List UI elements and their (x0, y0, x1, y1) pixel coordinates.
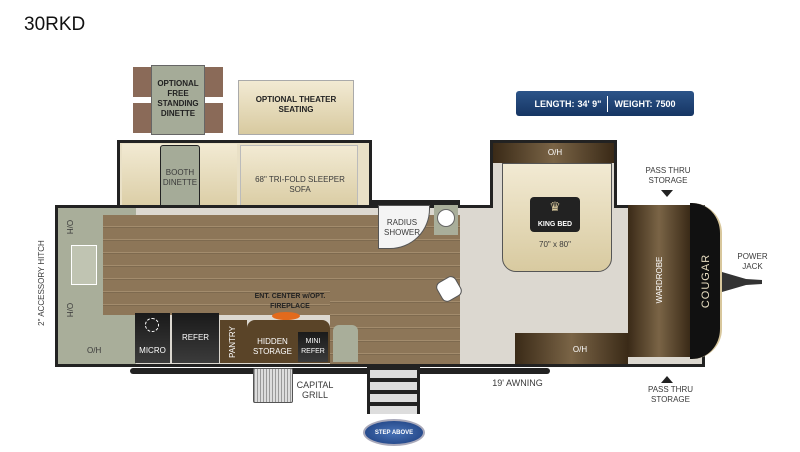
pass-thru-top-label: PASS THRU STORAGE (645, 166, 691, 185)
grill-label: CAPITAL GRILL (296, 380, 334, 400)
arrow-up-icon (661, 370, 673, 383)
ent-center-label: ENT. CENTER w/OPT. FIREPLACE (254, 293, 326, 310)
bed-size-label: 70" x 80" (539, 240, 571, 249)
awning-rail (130, 368, 550, 374)
chair (333, 325, 358, 362)
power-jack-icon (722, 272, 762, 292)
overhead-cabinet (515, 333, 628, 364)
power-jack-label: POWER JACK (737, 252, 768, 271)
arrow-down-icon (661, 190, 673, 203)
shower-label: RADIUS SHOWER (384, 218, 420, 237)
entry-steps (367, 366, 420, 414)
hitch-label: 2" ACCESSORY HITCH (37, 240, 46, 326)
chair (203, 67, 223, 97)
hidden-storage-label: HIDDEN STORAGE (253, 337, 292, 356)
chair (133, 103, 153, 133)
theater-label: OPTIONAL THEATER SEATING (255, 95, 337, 114)
specs-badge: LENGTH:34' 9" WEIGHT:7500 (516, 91, 694, 116)
micro-label: MICRO (139, 346, 166, 355)
length-label: LENGTH: (534, 98, 575, 109)
booth-label: BOOTH DINETTE (162, 168, 198, 187)
oh-label: O/H (547, 148, 563, 157)
weight-value: 7500 (655, 98, 676, 109)
king-bed (502, 163, 612, 272)
sofa-label: 68" TRI-FOLD SLEEPER SOFA (255, 175, 345, 194)
overhead-cabinet (493, 143, 614, 163)
microwave (135, 313, 170, 363)
crown-icon: ♛ (549, 199, 561, 214)
front-cap (690, 203, 722, 359)
step-above-logo: STEP ABOVE (363, 419, 425, 446)
table (151, 65, 205, 135)
bath-sink (434, 205, 458, 235)
refer-label: REFER (181, 333, 210, 342)
fireplace-icon (272, 312, 300, 320)
length-value: 34' 9" (577, 98, 602, 109)
weight-label: WEIGHT: (614, 98, 653, 109)
wardrobe-label: WARDROBE (655, 256, 664, 304)
model-title: 30RKD (24, 14, 86, 35)
refrigerator (172, 313, 219, 363)
oh-label: O/H (572, 345, 588, 354)
capital-grill (253, 368, 293, 403)
oh-label: O/H (87, 346, 102, 355)
sink-icon (71, 245, 97, 285)
divider (607, 95, 609, 112)
cougar-logo: COUGAR (700, 253, 712, 309)
pass-thru-bottom-label: PASS THRU STORAGE (647, 385, 694, 404)
oh-label: O/H (65, 219, 75, 235)
oh-label: O/H (65, 302, 75, 318)
king-bed-label: KING BED (537, 221, 573, 228)
sleeper-sofa (240, 145, 358, 213)
booth-table (160, 145, 200, 215)
optional-dinette-label: OPTIONAL FREE STANDING DINETTE (157, 79, 199, 118)
pantry (220, 320, 247, 363)
optional-dinette: OPTIONAL FREE STANDING DINETTE (133, 65, 223, 135)
chair (133, 67, 153, 97)
mini-refer-label: MINI REFER (301, 338, 325, 355)
king-bed-badge (530, 197, 580, 232)
theater-seating (238, 80, 354, 135)
chair (203, 103, 223, 133)
step-above-text: STEP ABOVE (374, 429, 414, 436)
awning-label: 19' AWNING (492, 378, 543, 388)
mini-refer (298, 332, 328, 362)
pantry-label: PANTRY (228, 326, 237, 358)
bathroom-wall (370, 200, 460, 205)
wardrobe (628, 205, 690, 357)
